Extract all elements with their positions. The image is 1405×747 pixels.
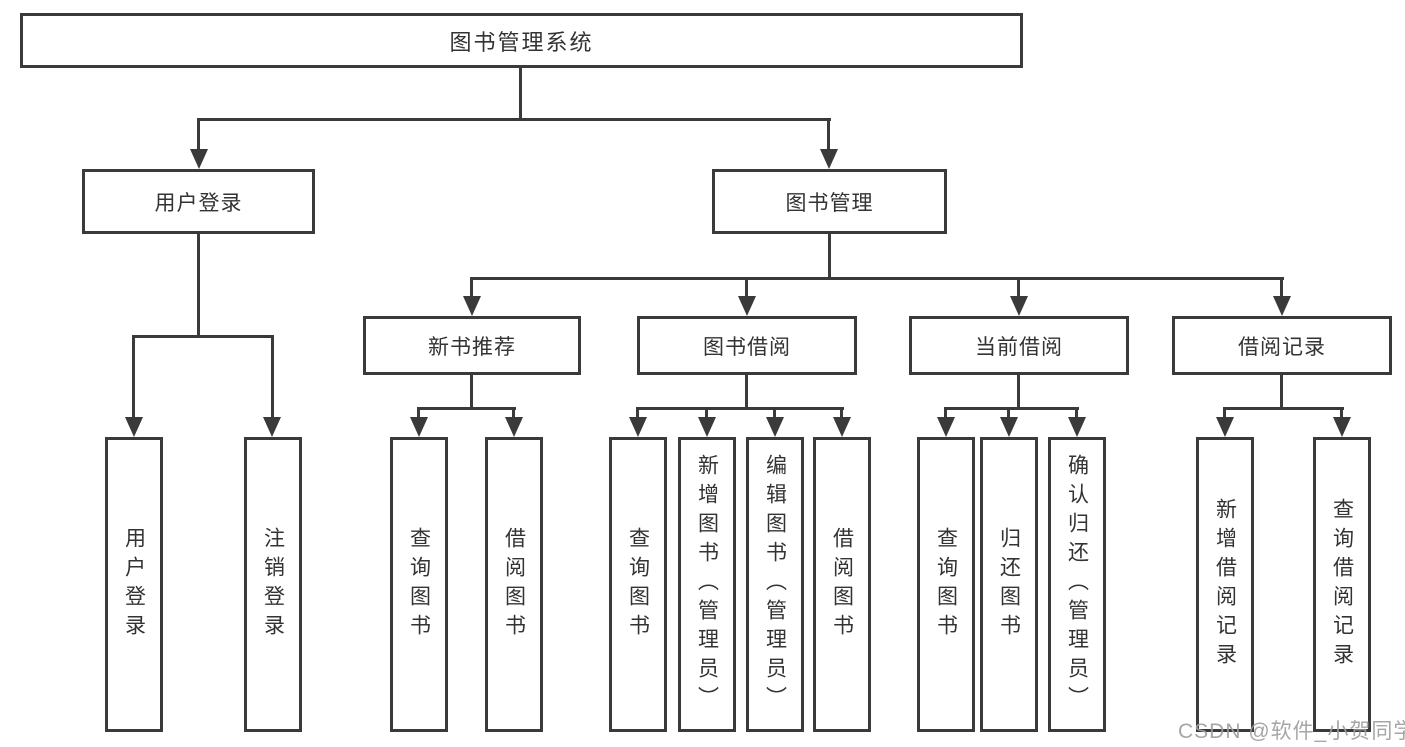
arrow-down-icon [410,417,428,437]
connector-to-current-borrow [1017,277,1020,299]
leaf-borrow-book-label: 借阅图书 [830,526,854,643]
connector-leaf-stem [773,407,776,419]
connector-book-borrow-split [636,407,844,410]
connector-current-borrow-split [944,407,1079,410]
connector-book-borrow-stem [745,375,748,410]
leaf-query-book-recommend: 查询图书 [390,437,448,732]
node-current-borrow: 当前借阅 [909,316,1129,375]
leaf-add-book-admin-label: 新增图书（管理员） [695,454,719,715]
connector-leaf-stem [840,407,843,419]
node-new-book-recommend: 新书推荐 [363,316,581,375]
leaf-query-borrow-record: 查询借阅记录 [1313,437,1371,732]
connector-root-split [197,118,831,121]
node-book-borrow-label: 图书借阅 [703,335,791,359]
arrow-down-icon [820,149,838,169]
node-root-label: 图书管理系统 [449,29,594,55]
arrow-down-icon [738,296,756,316]
node-book-management: 图书管理 [712,169,947,234]
connector-to-leaf-logout [271,335,274,419]
arrow-down-icon [766,417,784,437]
connector-to-book-borrow [745,277,748,299]
arrow-down-icon [125,417,143,437]
connector-new-book-recommend-stem [470,375,473,410]
connector-leaf-stem [1223,407,1226,419]
leaf-query-book-current-label: 查询图书 [934,526,958,643]
arrow-down-icon [263,417,281,437]
arrow-down-icon [463,296,481,316]
connector-borrow-records-split [1223,407,1344,410]
leaf-add-borrow-record: 新增借阅记录 [1196,437,1254,732]
connector-current-borrow-stem [1017,375,1020,410]
leaf-query-book-borrow-label: 查询图书 [626,526,650,643]
leaf-query-book-borrow: 查询图书 [609,437,667,732]
watermark: CSDN @软件_小贺同学 [1178,720,1405,743]
node-borrow-records-label: 借阅记录 [1238,335,1326,359]
node-borrow-records: 借阅记录 [1172,316,1392,375]
arrow-down-icon [698,417,716,437]
connector-leaf-stem [512,407,515,419]
arrow-down-icon [937,417,955,437]
leaf-logout: 注销登录 [244,437,302,732]
leaf-borrow-book-recommend-label: 借阅图书 [502,526,526,643]
leaf-query-borrow-record-label: 查询借阅记录 [1330,497,1354,672]
leaf-return-book-label: 归还图书 [997,526,1021,643]
connector-leaf-stem [1340,407,1343,419]
leaf-confirm-return-admin: 确认归还（管理员） [1048,437,1106,732]
leaf-logout-label: 注销登录 [261,526,285,643]
leaf-confirm-return-admin-label: 确认归还（管理员） [1065,454,1089,715]
connector-to-user-login [197,118,200,151]
connector-user-login-split [132,335,274,338]
connector-leaf-stem [944,407,947,419]
leaf-add-book-admin: 新增图书（管理员） [678,437,736,732]
arrow-down-icon [1010,296,1028,316]
node-user-login-label: 用户登录 [154,191,243,215]
arrow-down-icon [1216,417,1234,437]
connector-book-management-stem [828,234,831,280]
connector-leaf-stem [1007,407,1010,419]
connector-leaf-stem [705,407,708,419]
node-user-login: 用户登录 [82,169,315,234]
arrow-down-icon [505,417,523,437]
connector-root-stem [519,68,522,121]
connector-leaf-stem [1075,407,1078,419]
arrow-down-icon [1000,417,1018,437]
node-current-borrow-label: 当前借阅 [975,335,1063,359]
leaf-return-book: 归还图书 [980,437,1038,732]
connector-new-book-recommend-split [417,407,516,410]
connector-leaf-stem [636,407,639,419]
connector-to-leaf-user-login [132,335,135,419]
leaf-user-login: 用户登录 [105,437,163,732]
connector-book-management-split [470,277,1284,280]
arrow-down-icon [1333,417,1351,437]
arrow-down-icon [1273,296,1291,316]
node-book-management-label: 图书管理 [785,191,874,215]
connector-to-borrow-records [1280,277,1283,299]
connector-to-book-management [827,118,830,151]
node-new-book-recommend-label: 新书推荐 [428,335,516,359]
leaf-query-book-recommend-label: 查询图书 [407,526,431,643]
node-root: 图书管理系统 [20,13,1023,68]
leaf-add-borrow-record-label: 新增借阅记录 [1213,497,1237,672]
arrow-down-icon [1068,417,1086,437]
leaf-borrow-book: 借阅图书 [813,437,871,732]
connector-leaf-stem [417,407,420,419]
node-book-borrow: 图书借阅 [637,316,857,375]
arrow-down-icon [190,149,208,169]
connector-to-new-book-recommend [470,277,473,299]
leaf-query-book-current: 查询图书 [917,437,975,732]
leaf-borrow-book-recommend: 借阅图书 [485,437,543,732]
leaf-user-login-label: 用户登录 [122,526,146,643]
leaf-edit-book-admin-label: 编辑图书（管理员） [763,454,787,715]
leaf-edit-book-admin: 编辑图书（管理员） [746,437,804,732]
arrow-down-icon [833,417,851,437]
connector-user-login-stem [197,234,200,338]
arrow-down-icon [629,417,647,437]
connector-borrow-records-stem [1280,375,1283,410]
